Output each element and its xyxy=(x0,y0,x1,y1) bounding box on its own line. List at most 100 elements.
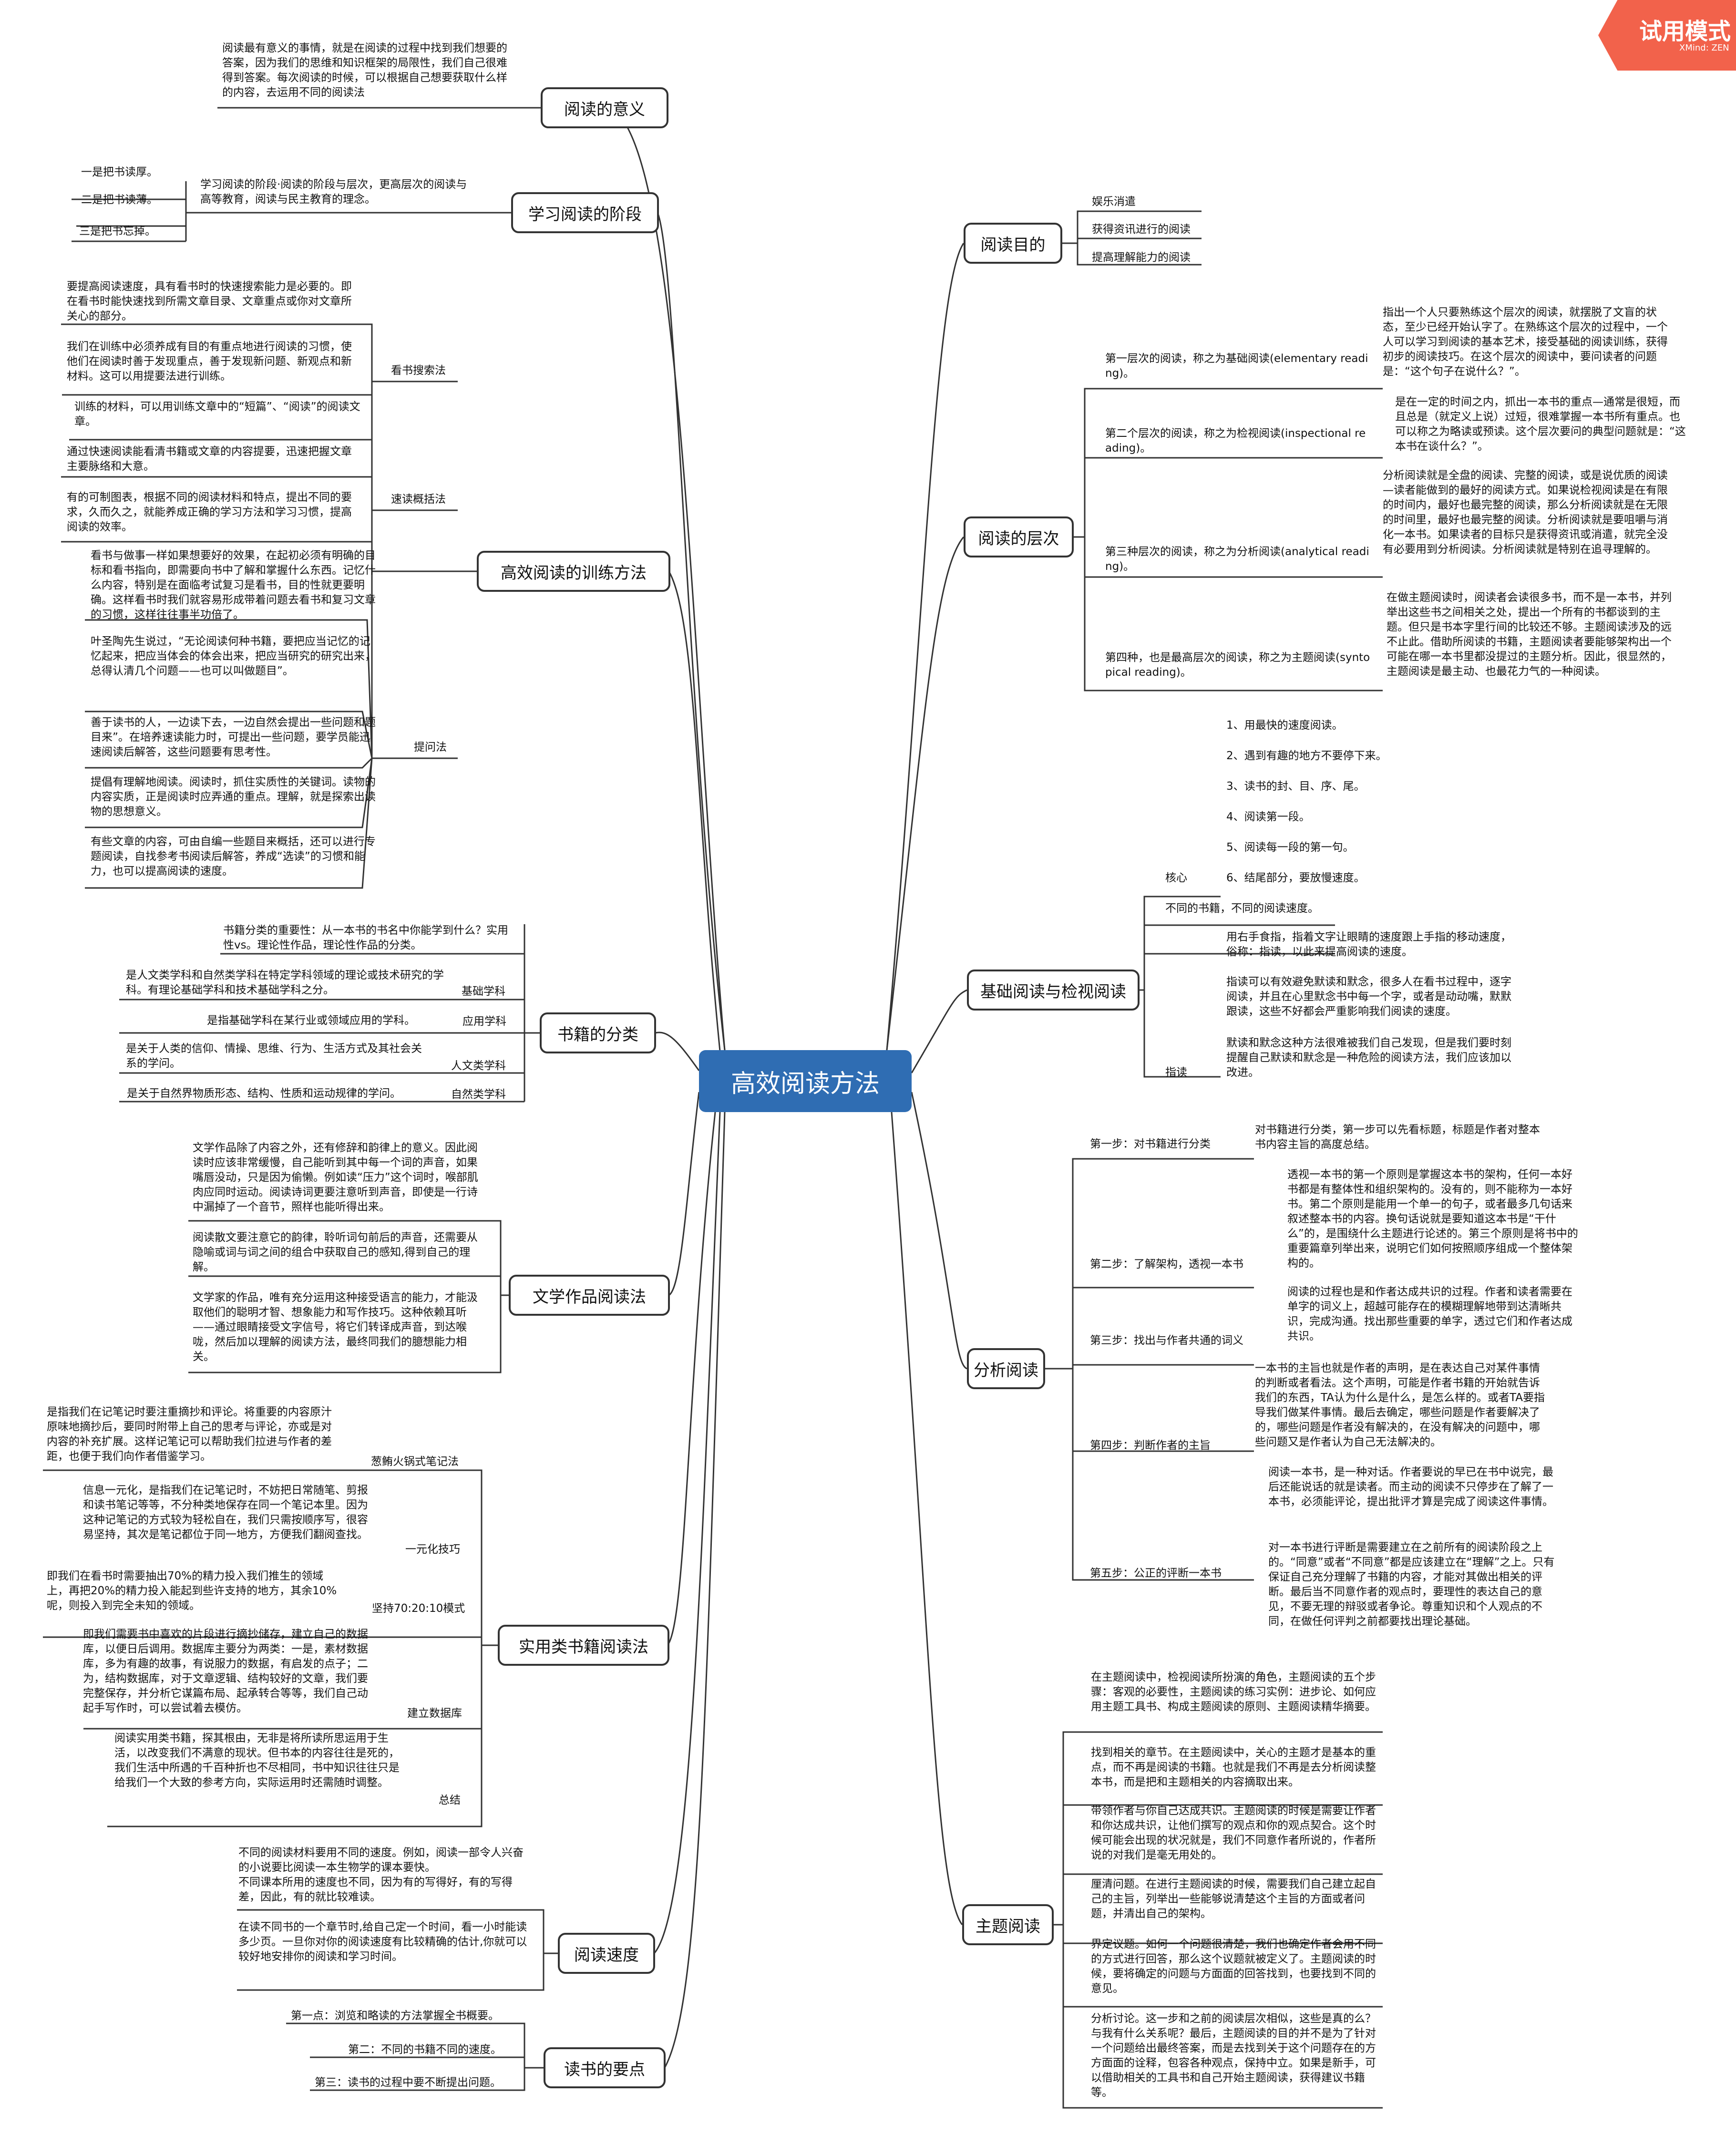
analytic-step-text: 阅读的过程也是和作者达成共识的过程。作者和读者需要在单字的词义上，超越可能存在的… xyxy=(1287,1286,1572,1342)
meaning-text: 阅读最有意义的事情，就是在阅读的过程中找到我们想要的答案，因为我们的思维和知识框… xyxy=(222,42,507,99)
training-question-text: 看书与做事一样如果想要好的效果，在起初必须有明确的目标和看书指向，即需要向书中了… xyxy=(91,549,376,621)
classify-item-text: 是关于自然界物质形态、结构、性质和运动规律的学问。 xyxy=(127,1087,401,1100)
analytic-step-text: 对一本书进行评断是需要建立在之前所有的阅读阶段之上的。“同意”或者“不同意”都是… xyxy=(1268,1541,1555,1628)
branch-stages[interactable]: 学习阅读的阶段 xyxy=(511,192,659,233)
stage-item: 二是把书读薄。 xyxy=(81,194,158,206)
practical-item-label: 坚持70:20:10模式 xyxy=(372,1602,465,1615)
stages-text: 学习阅读的阶段·阅读的阶段与层次，更高层次的阅读与高等教育，阅读与民主教育的理念… xyxy=(200,178,467,206)
analytic-step-label: 第五步：公正的评断一本书 xyxy=(1090,1567,1222,1579)
level-text: 指出一个人只要熟练这个层次的阅读，就摆脱了文盲的状态，至少已经开始认字了。在熟练… xyxy=(1383,306,1668,378)
syntopic-text: 界定议题。如何一个问题很清楚，我们也确定作者会用不同的方式进行回答，那么这个议题… xyxy=(1091,1938,1376,1995)
speed-text: 在读不同书的一个章节时,给自己定一个时间，看一小时能读多少页。一旦你对你的阅读速… xyxy=(238,1921,527,1963)
training-question-text: 善于读书的人，一边读下去，一边自然会提出一些问题和题目来”。在培养速读能力时，可… xyxy=(91,716,376,758)
branch-basic[interactable]: 基础阅读与检视阅读 xyxy=(967,970,1140,1011)
trial-mode-subtitle: XMind: ZEN xyxy=(1679,43,1729,53)
speed-text: 不同的阅读材料要用不同的速度。例如，阅读一部令人兴奋的小说要比阅读一本生物学的课… xyxy=(238,1847,524,1903)
practical-item-label: 总结 xyxy=(439,1794,461,1806)
training-question-text: 有些文章的内容，可由自编一些题目来概括，还可以进行专题阅读，自找参考书阅读后解答… xyxy=(91,836,376,877)
classify-item-text: 是指基础学科在某行业或领域应用的学科。 xyxy=(207,1014,415,1027)
practical-item-text: 即我们在看书时需要抽出70%的精力投入我们推生的领域上，再把20%的精力投入能起… xyxy=(47,1570,337,1612)
purpose-item: 娱乐消遣 xyxy=(1092,196,1136,208)
training-question-text: 叶圣陶先生说过，“无论阅读何种书籍，要把应当记忆的记忆起来，把应当体会的体会出来… xyxy=(91,635,376,677)
analytic-step-text: 透视一本书的第一个原则是掌握这本书的架构，任何一本好书都是有整体性和组织架构的。… xyxy=(1287,1168,1578,1269)
literature-text: 文学家的作品，唯有充分运用这种接受语言的能力，才能汲取他们的聪明才智、想象能力和… xyxy=(193,1291,478,1363)
training-method-label: 速读概括法 xyxy=(391,493,446,505)
level-text: 是在一定的时间之内，抓出一本书的重点—通常是很短，而且总是（就定义上说）过短，很… xyxy=(1395,396,1686,453)
branch-purpose[interactable]: 阅读目的 xyxy=(964,223,1062,264)
basic-core-item: 5、阅读每一段的第一句。 xyxy=(1226,841,1354,854)
analytic-step-text: 一本书的主旨也就是作者的声明，是在表达自己对某件事情的判断或者看法。这个声明，可… xyxy=(1255,1362,1545,1448)
training-summary-text: 通过快速阅读能看清书籍或文章的内容提要，迅速把握文章主要脉络和大意。 xyxy=(67,445,352,473)
level-text: 分析阅读就是全盘的阅读、完整的阅读，或是说优质的阅读—读者能做到的最好的阅读方式… xyxy=(1383,469,1668,556)
practical-item-text: 是指我们在记笔记时要注重摘抄和评论。将重要的内容原汁原味地摘抄后，要同时附带上自… xyxy=(47,1406,332,1463)
syntopic-text: 找到相关的章节。在主题阅读中，关心的主题才是基本的重点，而不再是阅读的书籍。也就… xyxy=(1091,1746,1376,1788)
syntopic-text: 在主题阅读中，检视阅读所扮演的角色，主题阅读的五个步骤：客观的必要性，主题阅读的… xyxy=(1091,1671,1376,1713)
branch-literature[interactable]: 文学作品阅读法 xyxy=(509,1275,670,1316)
branch-speed[interactable]: 阅读速度 xyxy=(558,1933,655,1974)
classify-item-label: 应用学科 xyxy=(462,1015,506,1028)
branch-analytic[interactable]: 分析阅读 xyxy=(967,1348,1045,1389)
basic-different-speed: 不同的书籍，不同的阅读速度。 xyxy=(1165,902,1319,915)
basic-core-item: 1、用最快的速度阅读。 xyxy=(1226,719,1343,732)
training-search-text: 要提高阅读速度，具有看书时的快速搜索能力是必要的。即在看书时能快速找到所需文章目… xyxy=(67,280,352,322)
syntopic-text: 分析讨论。这一步和之前的阅读层次相似，这些是真的么？与我有什么关系呢？最后，主题… xyxy=(1091,2012,1376,2099)
analytic-step-label: 第一步：对书籍进行分类 xyxy=(1090,1138,1211,1150)
stage-item: 一是把书读厚。 xyxy=(81,166,158,178)
literature-text: 阅读散文要注意它的韵律，聆听词句前后的声音，还需要从隐喻或词与词之间的组合中获取… xyxy=(193,1231,478,1273)
training-method-label: 提问法 xyxy=(414,741,447,753)
branch-meaning[interactable]: 阅读的意义 xyxy=(541,87,668,128)
analytic-step-label: 第三步：找出与作者共通的词义 xyxy=(1090,1334,1243,1347)
training-search-text: 训练的材料，可以用训练文章中的“短篇”、“阅读”的阅读文章。 xyxy=(74,401,360,428)
practical-item-label: 葱鲔火锅式笔记法 xyxy=(371,1455,459,1468)
classify-item-label: 基础学科 xyxy=(462,985,505,998)
level-text: 在做主题阅读时，阅读者会读很多书，而不是一本书，并列举出这些书之间相关之处，提出… xyxy=(1387,591,1672,678)
branch-training[interactable]: 高效阅读的训练方法 xyxy=(477,551,670,592)
branch-levels[interactable]: 阅读的层次 xyxy=(964,516,1074,557)
classify-item-text: 是关于人类的信仰、情操、思维、行为、生活方式及其社会关系的学问。 xyxy=(126,1042,422,1070)
classify-item-label: 人文类学科 xyxy=(451,1060,506,1072)
stage-item: 三是把书忘掉。 xyxy=(79,225,156,237)
branch-keypoints[interactable]: 读书的要点 xyxy=(544,2047,666,2088)
basic-finger-text: 默读和默念这种方法很难被我们自己发现，但是我们要时刻提醒自己默读和默念是一种危险… xyxy=(1226,1037,1511,1079)
level-label: 第二个层次的阅读，称之为检视阅读(inspectional reading)。 xyxy=(1105,427,1366,454)
training-question-text: 提倡有理解地阅读。阅读时，抓住实质性的关键词。读物的内容实质，正是阅读时应弄通的… xyxy=(91,776,376,818)
level-label: 第四种，也是最高层次的阅读，称之为主题阅读(syntopical reading… xyxy=(1105,651,1370,679)
basic-core-item: 3、读书的封、目、序、尾。 xyxy=(1226,780,1365,793)
practical-item-text: 信息一元化，是指我们在记笔记时，不妨把日常随笔、剪报和读书笔记等等，不分种类地保… xyxy=(83,1484,368,1541)
practical-item-text: 阅读实用类书籍，探其根由，无非是将所读所思运用于生活，以改变我们不满意的现状。但… xyxy=(114,1732,400,1789)
basic-core-item: 6、结尾部分，要放慢速度。 xyxy=(1226,872,1365,884)
syntopic-text: 厘清问题。在进行主题阅读的时候，需要我们自己建立起自己的主旨，列举出一些能够说清… xyxy=(1091,1878,1376,1920)
trial-mode-badge[interactable]: 试用模式 XMind: ZEN xyxy=(1598,0,1736,71)
basic-finger-text: 用右手食指，指着文字让眼睛的速度跟上手指的移动速度，俗称：指读，以此来提高阅读的… xyxy=(1226,931,1511,958)
classify-intro: 书籍分类的重要性：从一本书的书名中你能学到什么？实用性vs。理论性作品，理论性作… xyxy=(223,924,508,951)
practical-item-text: 即我们需要书中喜欢的片段进行摘抄储存，建立自己的数据库，以便日后调用。数据库主要… xyxy=(83,1628,368,1714)
root-topic[interactable]: 高效阅读方法 xyxy=(699,1050,912,1112)
analytic-step-label: 第二步：了解架构，透视一本书 xyxy=(1090,1258,1243,1270)
trial-mode-title: 试用模式 xyxy=(1639,18,1731,45)
basic-finger-label: 指读 xyxy=(1165,1066,1187,1079)
basic-finger-text: 指读可以有效避免默读和默念，很多人在看书过程中，逐字阅读，并且在心里默念书中每一… xyxy=(1226,976,1511,1018)
purpose-item: 提高理解能力的阅读 xyxy=(1092,251,1191,264)
basic-core-item: 2、遇到有趣的地方不要停下来。 xyxy=(1226,750,1387,762)
level-label: 第三种层次的阅读，称之为分析阅读(analytical reading)。 xyxy=(1105,546,1369,573)
training-method-label: 看书搜索法 xyxy=(391,364,446,377)
keypoint-item: 第三：读书的过程中要不断提出问题。 xyxy=(315,2076,501,2089)
basic-core-item: 4、阅读第一段。 xyxy=(1226,811,1310,823)
training-summary-text: 有的可制图表，根据不同的阅读材料和特点，提出不同的要求，久而久之，就能养成正确的… xyxy=(67,491,352,533)
practical-item-label: 建立数据库 xyxy=(407,1707,462,1720)
purpose-item: 获得资讯进行的阅读 xyxy=(1092,223,1191,236)
branch-syntopic[interactable]: 主题阅读 xyxy=(962,1904,1054,1945)
keypoint-item: 第一点：浏览和略读的方法掌握全书概要。 xyxy=(291,2010,499,2022)
literature-text: 文学作品除了内容之外，还有修辞和韵律上的意义。因此阅读时应该非常缓慢，自己能听到… xyxy=(193,1142,478,1213)
practical-item-label: 一元化技巧 xyxy=(405,1543,460,1556)
classify-item-text: 是人文类学科和自然类学科在特定学科领域的理论或技术研究的学科。有理论基础学科和技… xyxy=(126,969,444,996)
syntopic-text: 带领作者与你自己达成共识。主题阅读的时候是需要让作者和你达成共识，让他们撰写的观… xyxy=(1091,1805,1376,1861)
basic-core-label: 核心 xyxy=(1165,872,1187,884)
branch-classify[interactable]: 书籍的分类 xyxy=(540,1012,656,1053)
analytic-step-text: 对书籍进行分类，第一步可以先看标题，标题是作者对整本书内容主旨的高度总结。 xyxy=(1255,1124,1540,1151)
classify-item-label: 自然类学科 xyxy=(451,1088,506,1101)
level-label: 第一层次的阅读，称之为基础阅读(elementary reading)。 xyxy=(1105,352,1368,380)
branch-practical[interactable]: 实用类书籍阅读法 xyxy=(498,1625,669,1666)
training-search-text: 我们在训练中必须养成有目的有重点地进行阅读的习惯，使他们在阅读时善于发现重点，善… xyxy=(67,340,352,382)
